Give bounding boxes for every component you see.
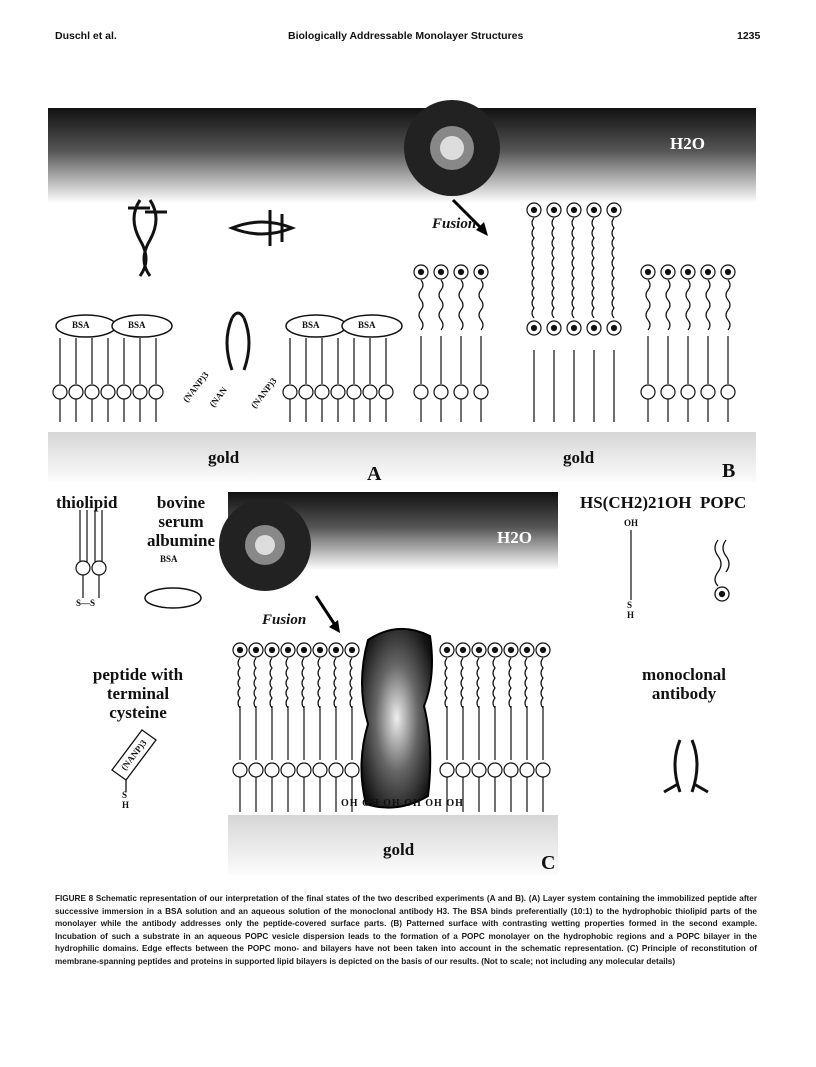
running-header-title: Biologically Addressable Monolayer Struc… [288, 30, 524, 42]
bsa-label-3: BSA [302, 320, 320, 330]
legend-peptide-icon [111, 729, 157, 792]
water-label-top: H2O [670, 134, 705, 153]
legend-antibody-icon [663, 739, 709, 794]
gold-label-a: gold [208, 448, 240, 467]
bsa-label-4: BSA [358, 320, 376, 330]
legend-antibody-text: monoclonal antibody [641, 665, 727, 703]
legend-popc-label: POPC [700, 493, 747, 512]
fusion-label-top: Fusion [432, 216, 477, 232]
water-phase-top [48, 108, 756, 203]
figure-8-schematic [48, 100, 756, 875]
antibody-a-1 [128, 199, 167, 277]
hydroxyl-row: OH OH OH OH OH OH [341, 798, 464, 809]
bsa-label-2: BSA [128, 320, 146, 330]
legend-popc-icon [714, 539, 730, 602]
panel-label-b: B [722, 460, 736, 482]
legend-ss: S—S [76, 598, 96, 608]
legend-thiolipid-icon [75, 510, 107, 598]
legend-bsa-label: BSA [160, 554, 178, 564]
page-number: 1235 [737, 30, 761, 42]
caption-figure-label: FIGURE 8 [55, 894, 94, 903]
thiolipid-monolayer-a [52, 338, 394, 422]
legend-alcohol-label: HS(CH2)21OH [580, 493, 692, 512]
bsa-label-1: BSA [72, 320, 90, 330]
legend-bsa-icon [144, 587, 202, 609]
antibody-a-2 [227, 210, 297, 246]
legend-bsa-text: bovine serum albumine [146, 493, 216, 550]
legend-alcohol-oh: OH [624, 518, 639, 528]
water-label-c: H2O [497, 528, 532, 547]
vesicle-c [219, 499, 311, 591]
figure-caption: FIGURE 8 Schematic representation of our… [55, 893, 757, 969]
gold-label-b: gold [563, 448, 595, 467]
vesicle-top [404, 100, 500, 196]
bsa-ovals [55, 314, 403, 338]
panel-label-a: A [367, 463, 382, 485]
supported-bilayer-c [232, 642, 551, 812]
legend-thiolipid-label: thiolipid [56, 493, 118, 512]
fusion-label-c: Fusion [262, 612, 307, 628]
fusion-arrow-c [314, 595, 339, 629]
caption-text: Schematic representation of our interpre… [55, 894, 758, 966]
membrane-protein-c [360, 627, 433, 809]
popc-layers-b [413, 202, 736, 422]
panel-label-c: C [541, 852, 556, 874]
legend-peptide-text: peptide with terminal cysteine [92, 665, 184, 722]
running-header-authors: Duschl et al. [55, 30, 117, 42]
gold-substrate-c [228, 815, 558, 875]
antibody-a-bound [225, 311, 251, 371]
gold-label-c: gold [383, 840, 415, 859]
gold-substrate-ab [48, 432, 756, 482]
